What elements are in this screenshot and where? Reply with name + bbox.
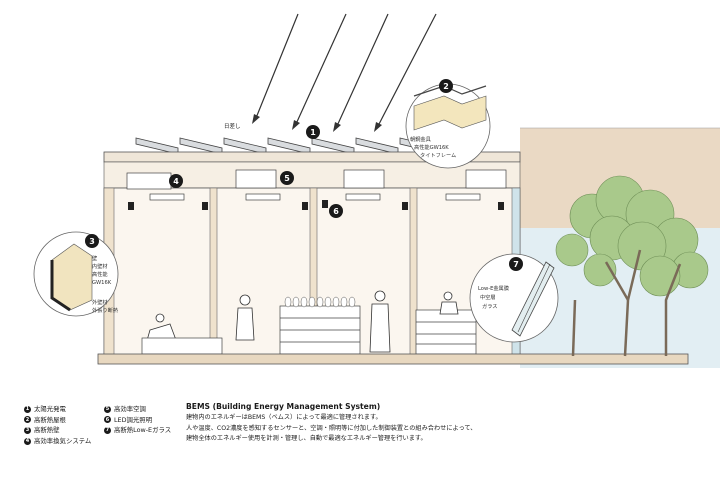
c7-label-3: ガラス: [482, 302, 497, 310]
bems-line-3: 建物全体のエネルギー使用を計測・管理し、自動で最適なエネルギー管理を行います。: [186, 435, 427, 443]
svg-text:3: 3: [89, 237, 95, 246]
c7-label-2: 中空層: [480, 293, 496, 301]
callout-7-glass-detail: Low-E金属膜 中空層 ガラス: [469, 253, 559, 343]
floor-slab: [97, 353, 689, 365]
bems-line-1: 建物内のエネルギーはBEMS（ベムス）によって最適に管理されます。: [186, 414, 382, 421]
legend-label: 高効率空調: [114, 405, 146, 413]
legend-number: 4: [24, 437, 31, 445]
svg-text:5: 5: [284, 174, 290, 183]
legend-label: 高断熱Low-Eガラス: [114, 426, 172, 435]
c7-label-1: Low-E金属膜: [478, 284, 509, 292]
c2-label-3: タイトフレーム: [420, 151, 456, 159]
legend-label: 太陽光発電: [34, 405, 66, 413]
svg-text:2: 2: [443, 82, 449, 91]
svg-text:7: 7: [513, 260, 519, 269]
bems-title: BEMS (Building Energy Management System): [186, 402, 381, 411]
sun-rays: [255, 13, 437, 127]
sun-label: 日差し: [224, 122, 241, 130]
c3-label-1: 壁: [92, 254, 97, 262]
c2-label-1: 朝鋼金具: [410, 135, 431, 143]
svg-text:4: 4: [173, 177, 179, 186]
legend-label: 高効率換気システム: [34, 436, 92, 445]
bems-description: BEMS (Building Energy Management System)…: [186, 402, 706, 445]
marker-2: 2: [439, 79, 453, 93]
legend-number: 1: [24, 405, 31, 413]
marker-7: 7: [509, 257, 523, 271]
shelves: [279, 305, 477, 355]
hvac-units: [126, 169, 507, 201]
c3-label-4: GW16K: [92, 280, 112, 286]
legend-number: 7: [104, 426, 111, 434]
c3-label-6: 外張り断熱: [92, 306, 118, 314]
bems-line-2: 人や温度、CO2濃度を感知するセンサーと、空調・照明等に付加した制御装置との組み…: [186, 424, 477, 432]
marker-3: 3: [85, 234, 99, 248]
svg-text:6: 6: [333, 207, 339, 216]
c3-label-3: 高性能: [92, 270, 108, 278]
c3-label-2: 内壁材: [92, 262, 108, 270]
svg-text:1: 1: [310, 128, 316, 137]
legend-number: 6: [104, 416, 111, 424]
legend-number: 5: [104, 405, 111, 413]
legend-number: 2: [24, 416, 31, 424]
marker-4: 4: [169, 174, 183, 188]
marker-5: 5: [280, 171, 294, 185]
callout-3-wall-detail: 壁 内壁材 高性能 GW16K 外壁材 外張り断熱: [33, 231, 119, 317]
legend-label: LED調光照明: [114, 415, 153, 424]
legend-label: 高断熱壁: [34, 426, 60, 435]
legend-number: 3: [24, 426, 31, 434]
c3-label-5: 外壁材: [92, 298, 108, 306]
trees: [555, 175, 709, 357]
marker-6: 6: [329, 204, 343, 218]
people: [145, 290, 459, 353]
legend-label: 高断熱屋根: [34, 415, 66, 424]
led-lights: [128, 200, 504, 210]
marker-1: 1: [306, 125, 320, 139]
callout-2-roof-detail: 朝鋼金具 高性能GW16K タイトフレーム: [405, 83, 491, 169]
c2-label-2: 高性能GW16K: [414, 143, 449, 151]
